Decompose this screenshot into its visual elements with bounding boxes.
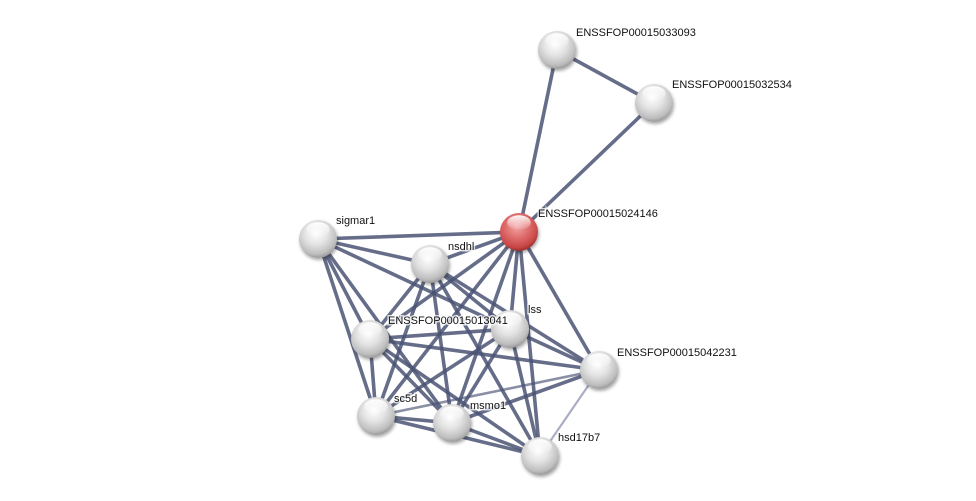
node-highlight <box>440 406 464 421</box>
node-ENSSFOP00015024146[interactable]: ENSSFOP00015024146 <box>500 207 659 251</box>
edge-ENSSFOP00015024146-hsd17b7[interactable] <box>517 230 542 458</box>
node-label: msmo1 <box>470 400 506 412</box>
edge-ENSSFOP00015024146-ENSSFOP00015042231[interactable] <box>517 230 601 372</box>
edge-ENSSFOP00015013041-ENSSFOP00015042231[interactable] <box>368 337 601 372</box>
edge-ENSSFOP00015013041-hsd17b7[interactable] <box>368 337 542 458</box>
edge-sigmar1-sc5d[interactable] <box>316 237 378 418</box>
node-label: hsd17b7 <box>558 432 600 444</box>
node-sc5d[interactable]: sc5d <box>357 392 419 435</box>
edge-ENSSFOP00015024146-msmo1[interactable] <box>450 230 521 425</box>
node-label: sc5d <box>394 393 417 405</box>
node-ENSSFOP00015042231[interactable]: ENSSFOP00015042231 <box>580 346 738 389</box>
edge-ENSSFOP00015033093-ENSSFOP00015024146[interactable] <box>517 48 559 234</box>
node-ENSSFOP00015033093[interactable]: ENSSFOP00015033093 <box>538 26 697 69</box>
edge-lss-ENSSFOP00015013041[interactable] <box>368 327 512 341</box>
node-sigmar1[interactable]: sigmar1 <box>299 214 377 258</box>
node-highlight <box>528 439 552 454</box>
edge-ENSSFOP00015032534-ENSSFOP00015024146[interactable] <box>517 101 656 234</box>
edge-lss-hsd17b7[interactable] <box>508 327 542 458</box>
edge-ENSSFOP00015042231-sc5d[interactable] <box>374 368 601 418</box>
node-ENSSFOP00015013041[interactable]: ENSSFOP00015013041 <box>351 314 509 358</box>
node-lss[interactable]: lss <box>491 303 543 348</box>
edge-ENSSFOP00015042231-msmo1[interactable] <box>450 368 601 425</box>
node-highlight <box>587 353 611 368</box>
edge-ENSSFOP00015013041-msmo1[interactable] <box>368 337 454 425</box>
node-highlight <box>507 215 531 230</box>
node-highlight <box>418 247 442 262</box>
edge-lss-sc5d[interactable] <box>374 327 512 418</box>
node-ENSSFOP00015032534[interactable]: ENSSFOP00015032534 <box>635 78 793 122</box>
node-msmo1[interactable]: msmo1 <box>433 399 508 442</box>
edge-ENSSFOP00015024146-ENSSFOP00015013041[interactable] <box>368 230 521 341</box>
edge-sigmar1-nsdhl[interactable] <box>316 237 432 266</box>
node-highlight <box>364 399 388 414</box>
node-highlight <box>306 222 330 237</box>
edge-nsdhl-hsd17b7[interactable] <box>428 262 542 458</box>
node-label: lss <box>528 304 542 316</box>
edge-nsdhl-msmo1[interactable] <box>428 262 454 425</box>
edges-layer <box>316 48 656 458</box>
node-label: ENSSFOP00015013041 <box>388 315 508 327</box>
node-label: sigmar1 <box>336 215 375 227</box>
nodes-layer: ENSSFOP00015033093ENSSFOP00015032534ENSS… <box>299 26 793 475</box>
node-highlight <box>498 312 522 327</box>
node-label: nsdhl <box>448 241 474 253</box>
edge-nsdhl-sc5d[interactable] <box>374 262 432 418</box>
node-hsd17b7[interactable]: hsd17b7 <box>521 431 602 475</box>
node-highlight <box>358 322 382 337</box>
node-label: ENSSFOP00015042231 <box>617 347 737 359</box>
edge-ENSSFOP00015024146-sigmar1[interactable] <box>316 230 521 241</box>
node-nsdhl[interactable]: nsdhl <box>411 240 476 283</box>
node-highlight <box>642 86 666 101</box>
node-label: ENSSFOP00015032534 <box>672 79 792 91</box>
edge-ENSSFOP00015024146-sc5d[interactable] <box>374 230 521 418</box>
node-label: ENSSFOP00015024146 <box>538 208 658 220</box>
node-highlight <box>545 33 569 48</box>
node-label: ENSSFOP00015033093 <box>576 27 696 39</box>
